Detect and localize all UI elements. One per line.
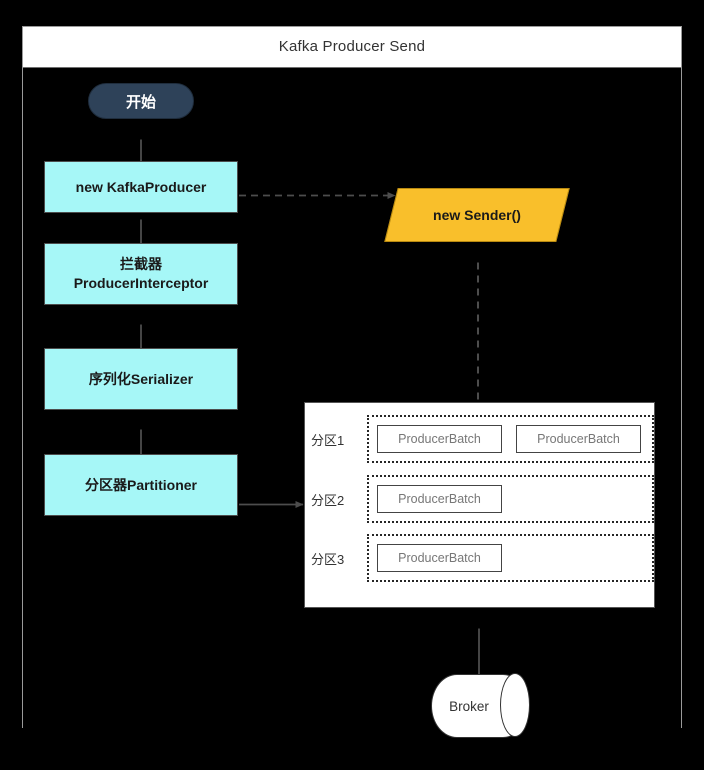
node-start[interactable]: 开始 — [88, 83, 194, 119]
node-new-kafkaproducer-label: new KafkaProducer — [75, 178, 207, 195]
node-producer-interceptor-label-line1: 拦截器 — [120, 256, 162, 272]
producer-batch[interactable]: ProducerBatch — [377, 425, 502, 453]
producer-batch[interactable]: ProducerBatch — [377, 544, 502, 572]
node-partitioner-label: 分区器Partitioner — [84, 476, 197, 493]
producer-batch[interactable]: ProducerBatch — [516, 425, 641, 453]
producer-batch[interactable]: ProducerBatch — [377, 485, 502, 513]
node-serializer-label: 序列化Serializer — [88, 370, 194, 387]
node-producer-interceptor[interactable]: 拦截器 ProducerInterceptor — [44, 243, 238, 305]
node-serializer[interactable]: 序列化Serializer — [44, 348, 238, 410]
partition-row: 分区2 ProducerBatch — [305, 475, 654, 523]
partition-label: 分区3 — [311, 551, 345, 567]
diagram-body: 开始 new KafkaProducer new Sender() 拦截器 Pr… — [23, 68, 681, 738]
node-start-label: 开始 — [125, 93, 156, 111]
node-new-kafkaproducer[interactable]: new KafkaProducer — [44, 161, 238, 213]
partition-row: 分区3 ProducerBatch — [305, 534, 654, 582]
node-broker[interactable]: Broker — [431, 673, 530, 738]
node-broker-label: Broker — [449, 698, 489, 714]
node-new-sender-label: new Sender() — [433, 207, 521, 223]
partition-batch-slot: ProducerBatch — [367, 475, 654, 523]
node-new-sender[interactable]: new Sender() — [384, 188, 570, 242]
diagram-title: Kafka Producer Send — [23, 27, 681, 68]
partition-label: 分区1 — [311, 432, 345, 448]
node-producer-interceptor-label-line2: ProducerInterceptor — [73, 275, 209, 291]
node-partitioner[interactable]: 分区器Partitioner — [44, 454, 238, 516]
diagram-frame: Kafka Producer Send — [22, 26, 682, 738]
partition-row: 分区1 ProducerBatch ProducerBatch — [305, 415, 654, 463]
partition-batch-slot: ProducerBatch — [367, 534, 654, 582]
broker-cylinder-cap — [500, 673, 530, 737]
partition-label: 分区2 — [311, 492, 345, 508]
record-accumulator-panel: 分区1 ProducerBatch ProducerBatch 分区2 Prod… — [304, 402, 655, 608]
partition-batch-slot: ProducerBatch ProducerBatch — [367, 415, 654, 463]
